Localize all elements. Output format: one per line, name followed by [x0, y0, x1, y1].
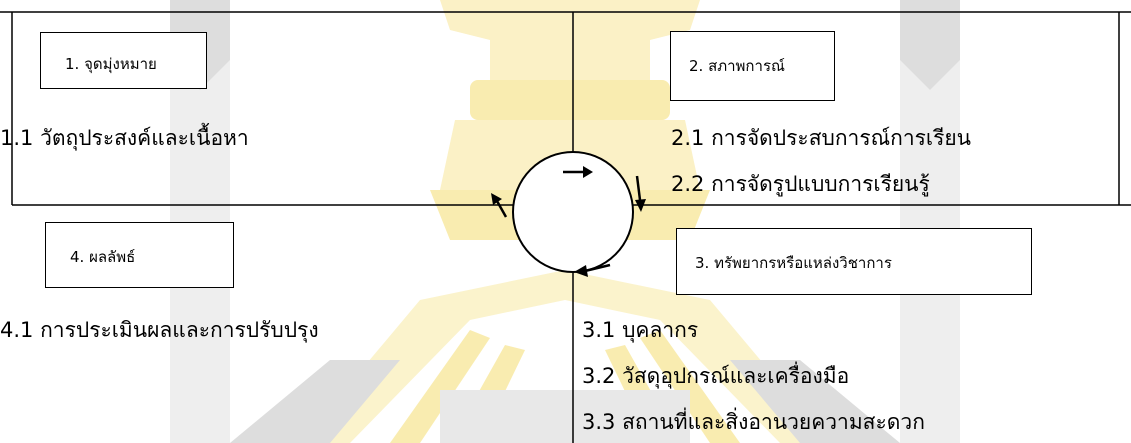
resources-title-box: 3. ทรัพยากรหรือแหล่งวิชาการ [676, 228, 1032, 295]
cycle-arrow-icon [491, 166, 646, 277]
resources-title: 3. ทรัพยากรหรือแหล่งวิชาการ [695, 254, 892, 272]
resources-item: 3.3 สถานที่และสิ่งอานวยความสะดวก [582, 410, 925, 434]
outcomes-item: 4.1 การประเมินผลและการปรับปรุง [0, 318, 319, 342]
goals-title-box: 1. จุดมุ่งหมาย [40, 32, 207, 89]
outcomes-title: 4. ผลลัพธ์ [70, 248, 136, 266]
cycle-circle [512, 151, 634, 273]
goals-item: 1.1 วัตถุประสงค์และเนื้อหา [0, 126, 249, 150]
situation-item: 2.2 การจัดรูปแบบการเรียนรู้ [671, 172, 930, 196]
resources-item: 3.1 บุคลากร [582, 318, 699, 342]
resources-item: 3.2 วัสดุอุปกรณ์และเครื่องมือ [582, 364, 850, 388]
situation-item: 2.1 การจัดประสบการณ์การเรียน [671, 126, 972, 150]
situation-title-box: 2. สภาพการณ์ [670, 31, 835, 101]
goals-title: 1. จุดมุ่งหมาย [65, 55, 157, 73]
situation-title: 2. สภาพการณ์ [689, 57, 785, 75]
outcomes-title-box: 4. ผลลัพธ์ [45, 222, 234, 288]
